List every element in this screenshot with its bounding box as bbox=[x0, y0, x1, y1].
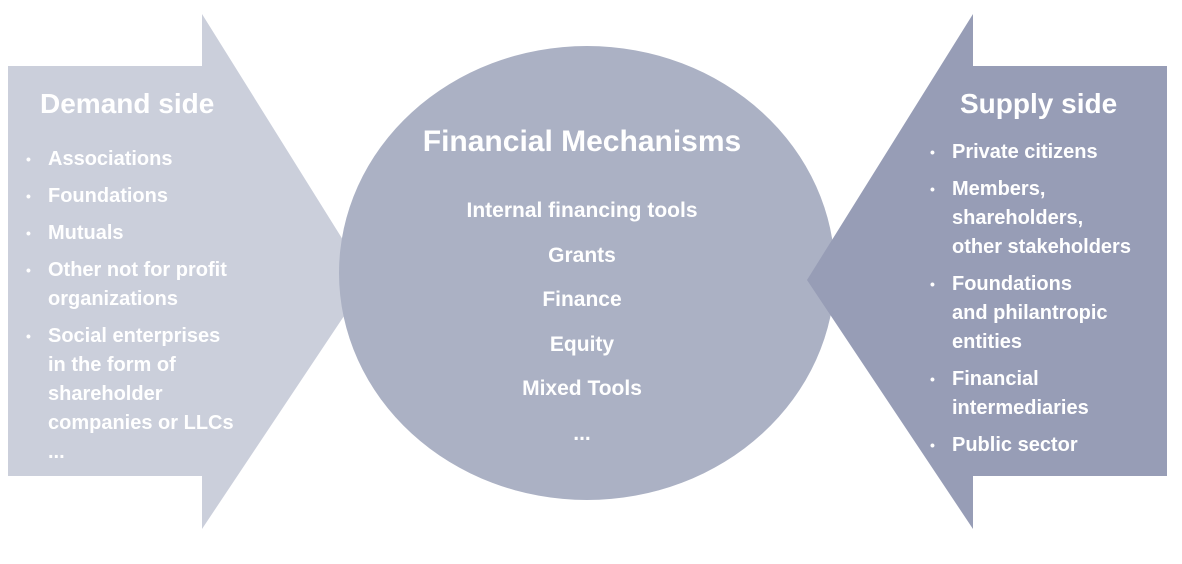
supply-side-list-item-line: Public sector bbox=[952, 434, 1078, 456]
supply-side-title: Supply side bbox=[960, 88, 1118, 119]
demand-side-list-item-line: companies or LLCs bbox=[48, 412, 234, 434]
demand-side-list-item-line: Foundations bbox=[48, 185, 168, 207]
supply-side-list-item: Foundations and philantropic entities bbox=[930, 270, 1131, 357]
demand-side-list-item: Other not for profit organizations bbox=[26, 256, 234, 314]
financial-mechanism-item: Grants bbox=[548, 243, 616, 267]
supply-side-list: Private citizensMembers, shareholders, oth… bbox=[930, 138, 1131, 468]
financial-mechanisms-ellipse bbox=[339, 46, 835, 500]
supply-side-list-item-line: Members, bbox=[952, 178, 1046, 200]
supply-side-list-item: Private citizens bbox=[930, 138, 1131, 167]
demand-side-list-item: Mutuals bbox=[26, 219, 234, 248]
demand-side-list-item-line: organizations bbox=[48, 288, 179, 310]
financial-mechanism-item: Equity bbox=[549, 332, 615, 356]
supply-side-list-item-line: and philantropic bbox=[952, 302, 1108, 324]
demand-side-list-item-line: ... bbox=[48, 441, 65, 463]
demand-side-list-item: Associations bbox=[26, 145, 234, 174]
supply-side-list-item-line: Financial bbox=[952, 368, 1039, 390]
demand-side-list-item-line: Social enterprises bbox=[48, 325, 221, 347]
demand-side-list-item-line: Other not for profit bbox=[48, 259, 227, 281]
demand-side-list: AssociationsFoundationsMutualsOther not … bbox=[26, 145, 234, 475]
demand-side-list-item-line: Associations bbox=[48, 148, 173, 170]
supply-side-list-item-line: other stakeholders bbox=[952, 236, 1131, 258]
supply-side-list-item-line: shareholders, bbox=[952, 207, 1084, 229]
financial-mechanism-item: Internal financing tools bbox=[466, 199, 698, 222]
supply-side-list-item-line: Foundations bbox=[952, 273, 1072, 295]
financial-mechanism-item: Finance bbox=[542, 288, 622, 311]
financial-mechanisms-title: Financial Mechanisms bbox=[422, 125, 742, 158]
supply-side-list-item: Members, shareholders, other stakeholders bbox=[930, 175, 1131, 262]
demand-side-list-item-line: shareholder bbox=[48, 383, 163, 405]
demand-side-list-item-line: Mutuals bbox=[48, 222, 124, 244]
supply-side-list-item: Public sector bbox=[930, 431, 1131, 460]
demand-side-list-item: Social enterprises in the form of sharehol… bbox=[26, 322, 234, 467]
demand-side-title: Demand side bbox=[40, 88, 215, 119]
financial-mechanism-item: Mixed Tools bbox=[522, 377, 642, 400]
demand-side-list-item: Foundations bbox=[26, 182, 234, 211]
supply-side-list-item-line: Private citizens bbox=[952, 141, 1098, 163]
financial-mechanism-item: ... bbox=[573, 421, 591, 445]
demand-side-list-item-line: in the form of bbox=[48, 354, 176, 376]
supply-side-list-item-line: intermediaries bbox=[952, 397, 1089, 419]
supply-side-list-item: Financial intermediaries bbox=[930, 365, 1131, 423]
supply-side-list-item-line: entities bbox=[952, 331, 1023, 353]
